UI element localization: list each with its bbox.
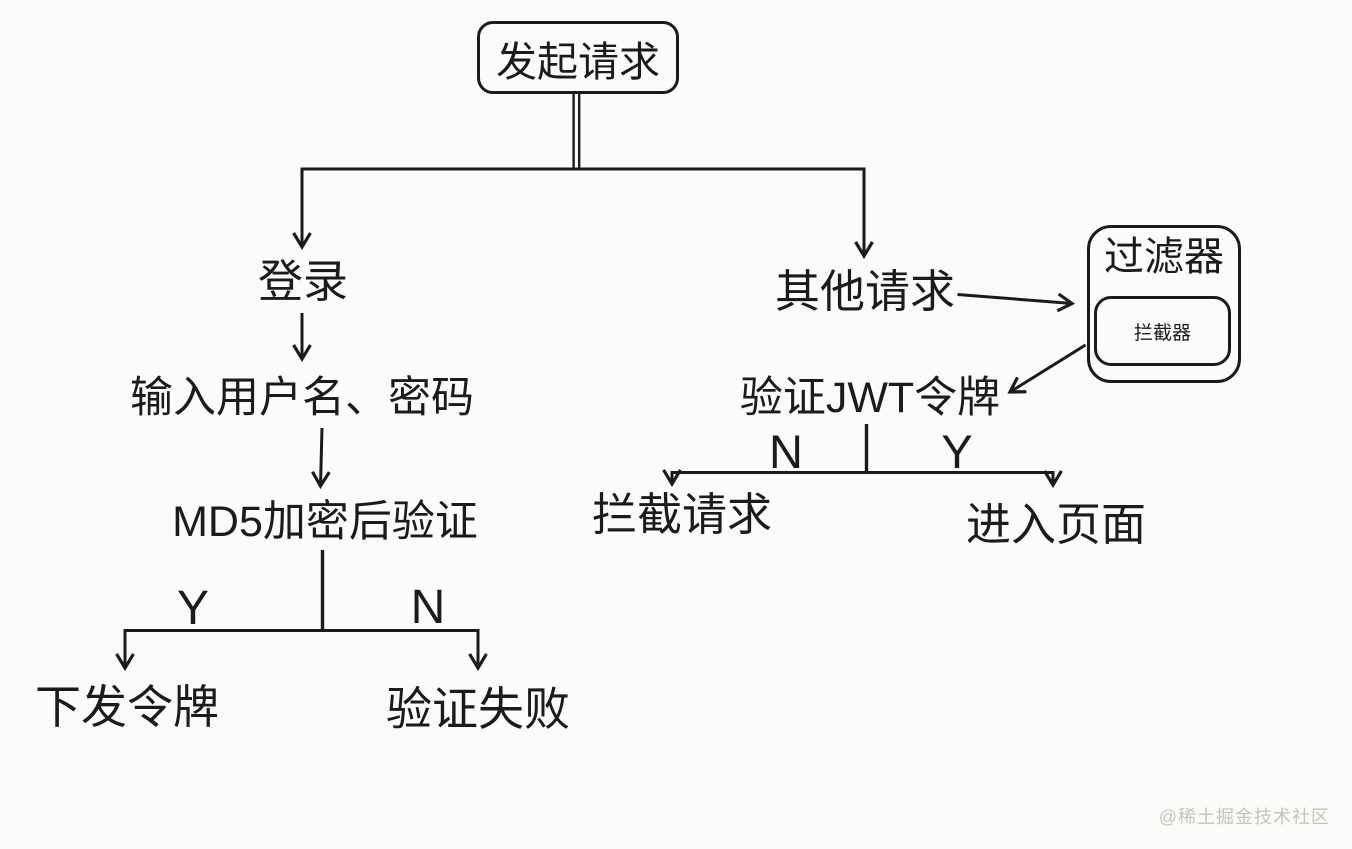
node-verify-fail: 验证失败 bbox=[386, 683, 570, 735]
branch-label-md5-no: N bbox=[410, 581, 446, 634]
edge-other-filter bbox=[957, 292, 1076, 313]
node-filter-box: 过滤器 拦截器 bbox=[1087, 225, 1241, 383]
node-enter-page: 进入页面 bbox=[965, 499, 1147, 550]
node-login: 登录 bbox=[257, 256, 349, 307]
node-filter-label: 过滤器 bbox=[1104, 235, 1224, 279]
branch-label-jwt-no: N bbox=[769, 425, 803, 478]
node-start-label: 发起请求 bbox=[496, 38, 660, 85]
node-interceptor-label: 拦截器 bbox=[1133, 322, 1191, 344]
edge-start-doubleline bbox=[572, 92, 581, 168]
node-interceptor-box: 拦截器 bbox=[1094, 296, 1231, 366]
node-issue-token: 下发令牌 bbox=[35, 681, 219, 733]
node-verify-jwt: 验证JWT令牌 bbox=[739, 374, 1001, 422]
node-start: 发起请求 bbox=[477, 21, 679, 94]
edge-filter-jwt bbox=[1007, 343, 1087, 394]
node-md5-verify: MD5加密后验证 bbox=[172, 498, 478, 546]
edge-input-md5 bbox=[311, 427, 331, 490]
branch-label-md5-yes: Y bbox=[176, 582, 210, 635]
watermark-text: @稀土掘金技术社区 bbox=[1158, 807, 1330, 827]
node-input-credentials: 输入用户名、密码 bbox=[130, 374, 474, 422]
branch-label-jwt-yes: Y bbox=[941, 425, 973, 478]
node-intercept-request: 拦截请求 bbox=[591, 489, 773, 540]
node-other-request: 其他请求 bbox=[774, 266, 956, 317]
